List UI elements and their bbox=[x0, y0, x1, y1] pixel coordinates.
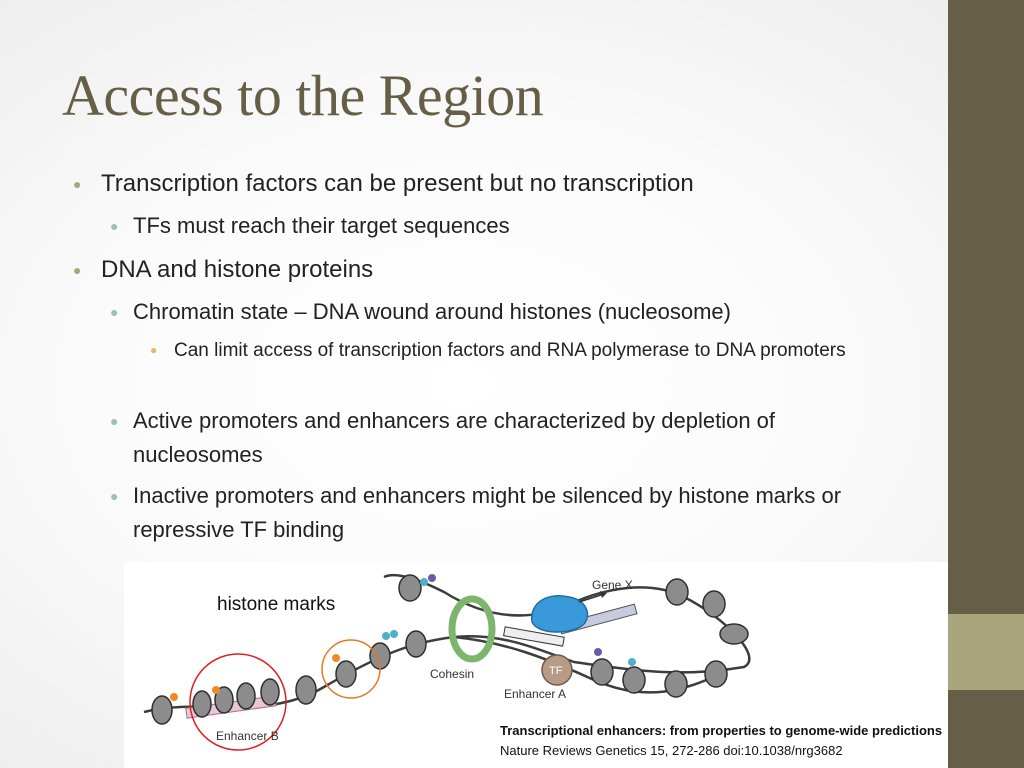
bullet-text: Can limit access of transcription factor… bbox=[174, 340, 846, 361]
nucleosome bbox=[398, 574, 422, 602]
nucleosome bbox=[260, 678, 280, 706]
histone-mark bbox=[332, 654, 340, 662]
nucleosome bbox=[664, 670, 688, 698]
nucleosome bbox=[622, 666, 646, 694]
bullet-text: DNA and histone proteins bbox=[101, 256, 374, 283]
histone-mark bbox=[170, 693, 178, 701]
histone-mark bbox=[212, 686, 220, 694]
histone-mark bbox=[390, 630, 398, 638]
bullet-item: ● DNA and histone proteins bbox=[73, 253, 901, 287]
bullet-text: TFs must reach their target sequences bbox=[133, 213, 510, 238]
nucleosome bbox=[236, 682, 256, 710]
bullet-dot-icon: ● bbox=[73, 176, 82, 192]
enhancer-a-label: Enhancer A bbox=[504, 687, 566, 701]
bullet-text: Active promoters and enhancers are chara… bbox=[133, 408, 776, 467]
nucleosome bbox=[214, 686, 234, 714]
rna-polymerase bbox=[531, 595, 589, 633]
bullet-item: ● Can limit access of transcription fact… bbox=[150, 336, 894, 366]
nucleosome bbox=[405, 630, 427, 658]
histone-marks bbox=[170, 574, 636, 701]
enhancer-a-region bbox=[503, 626, 565, 647]
nucleosome bbox=[665, 578, 689, 606]
bullet-item: ● Chromatin state – DNA wound around his… bbox=[110, 295, 893, 329]
cohesin-label: Cohesin bbox=[430, 667, 474, 681]
bullet-list: ● Transcription factors can be present b… bbox=[73, 167, 901, 547]
cohesin-ring bbox=[448, 595, 496, 663]
chromatin-diagram: Gene X Cohesin TF Enhancer A Enhancer B bbox=[143, 573, 751, 751]
bullet-dot-icon: ● bbox=[110, 304, 119, 320]
nucleosome bbox=[335, 660, 357, 688]
nucleosome bbox=[719, 623, 749, 645]
bullet-dot-icon: ● bbox=[110, 218, 119, 234]
nucleosome bbox=[151, 695, 173, 725]
histone-mark bbox=[420, 578, 428, 586]
bullet-item: ● Active promoters and enhancers are cha… bbox=[110, 404, 893, 472]
tf-circle bbox=[541, 654, 573, 686]
bullet-text: Chromatin state – DNA wound around histo… bbox=[133, 299, 731, 324]
transcription-arrow-icon bbox=[578, 593, 605, 603]
bullet-dot-icon: ● bbox=[110, 488, 119, 504]
red-highlight-circle bbox=[189, 653, 287, 751]
bullet-item: ● TFs must reach their target sequences bbox=[110, 209, 893, 243]
histone-mark bbox=[628, 658, 636, 666]
reference-citation: Nature Reviews Genetics 15, 272-286 doi:… bbox=[500, 743, 843, 758]
histone-mark bbox=[594, 648, 602, 656]
orange-highlight-circle bbox=[321, 639, 381, 699]
histone-marks-label: histone marks bbox=[217, 594, 336, 615]
histone-mark bbox=[382, 632, 390, 640]
reference-title: Transcriptional enhancers: from properti… bbox=[500, 723, 943, 738]
bullet-dot-icon: ● bbox=[73, 262, 82, 278]
nucleosome bbox=[704, 660, 728, 688]
histone-mark bbox=[428, 574, 436, 582]
enhancer-b-label: Enhancer B bbox=[216, 729, 279, 743]
nucleosome bbox=[702, 590, 726, 618]
bullet-item: ● Inactive promoters and enhancers might… bbox=[110, 479, 893, 547]
bullet-dot-icon: ● bbox=[110, 413, 119, 429]
bullet-item: ● Transcription factors can be present b… bbox=[73, 167, 901, 201]
slide-title: Access to the Region bbox=[62, 63, 544, 128]
bullet-dot-icon: ● bbox=[150, 343, 158, 357]
chromatin-diagram-figure: Gene X Cohesin TF Enhancer A Enhancer B … bbox=[124, 562, 948, 768]
sidebar-accent-block bbox=[948, 614, 1024, 690]
nucleosome bbox=[192, 690, 212, 718]
nucleosome bbox=[295, 675, 317, 705]
bullet-text: Inactive promoters and enhancers might b… bbox=[133, 483, 842, 542]
nucleosome bbox=[590, 658, 614, 686]
gene-x-label: Gene X bbox=[592, 578, 633, 592]
tf-label: TF bbox=[549, 665, 563, 677]
bullet-text: Transcription factors can be present but… bbox=[101, 170, 694, 197]
